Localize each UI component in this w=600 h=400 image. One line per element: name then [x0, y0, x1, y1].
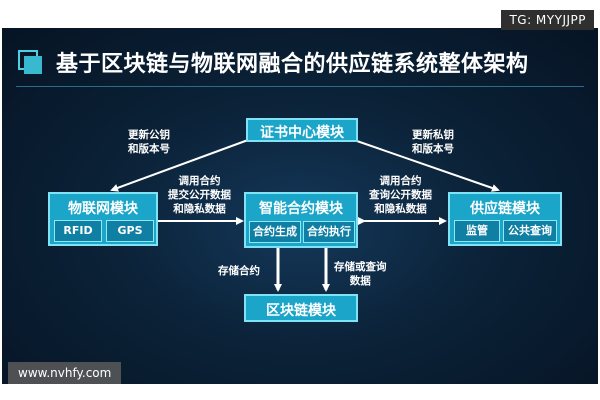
watermark-label: www.nvhfy.com — [8, 362, 122, 384]
supply-module-label: 供应链模块 — [470, 201, 540, 217]
note-cert-to-supply: 更新私钥和版本号 — [412, 129, 454, 155]
supply-sub-supervise: 监管 — [454, 220, 500, 242]
blockchain-module-label: 区块链模块 — [266, 303, 336, 319]
note-iot-to-contract: 调用合约提交公开数据和隐私数据 — [168, 175, 231, 215]
cert-module-label: 证书中心模块 — [260, 125, 344, 141]
cert-module-box: 证书中心模块 — [246, 118, 358, 142]
arrow-layer — [110, 139, 500, 292]
slide-canvas: 基于区块链与物联网融合的供应链系统整体架构 证书中心模块 物联网模块 RFID … — [2, 28, 598, 384]
square-bullet-icon — [18, 50, 42, 74]
arrow-cert-to-iot — [110, 139, 249, 192]
tag-label: TG: MYYJJPP — [501, 10, 594, 30]
blockchain-module-box: 区块链模块 — [244, 294, 358, 322]
contract-module-label: 智能合约模块 — [259, 201, 343, 217]
page-title: 基于区块链与物联网融合的供应链系统整体架构 — [56, 52, 529, 77]
iot-sub-rfid: RFID — [54, 220, 102, 242]
supply-sub-public-query: 公共查询 — [503, 220, 557, 242]
note-cert-to-iot: 更新公钥和版本号 — [128, 129, 170, 155]
note-store-contract: 存储合约 — [218, 265, 260, 277]
contract-sub-execute: 合约执行 — [303, 221, 355, 243]
iot-module-label: 物联网模块 — [68, 201, 138, 217]
arrow-cert-to-supply — [353, 139, 500, 192]
note-supply-to-contract: 调用合约查询公开数据和隐私数据 — [369, 175, 432, 215]
title-divider — [16, 86, 584, 87]
note-store-query: 存储或查询数据 — [334, 261, 387, 287]
iot-sub-gps: GPS — [106, 220, 154, 242]
contract-sub-generate: 合约生成 — [249, 221, 301, 243]
